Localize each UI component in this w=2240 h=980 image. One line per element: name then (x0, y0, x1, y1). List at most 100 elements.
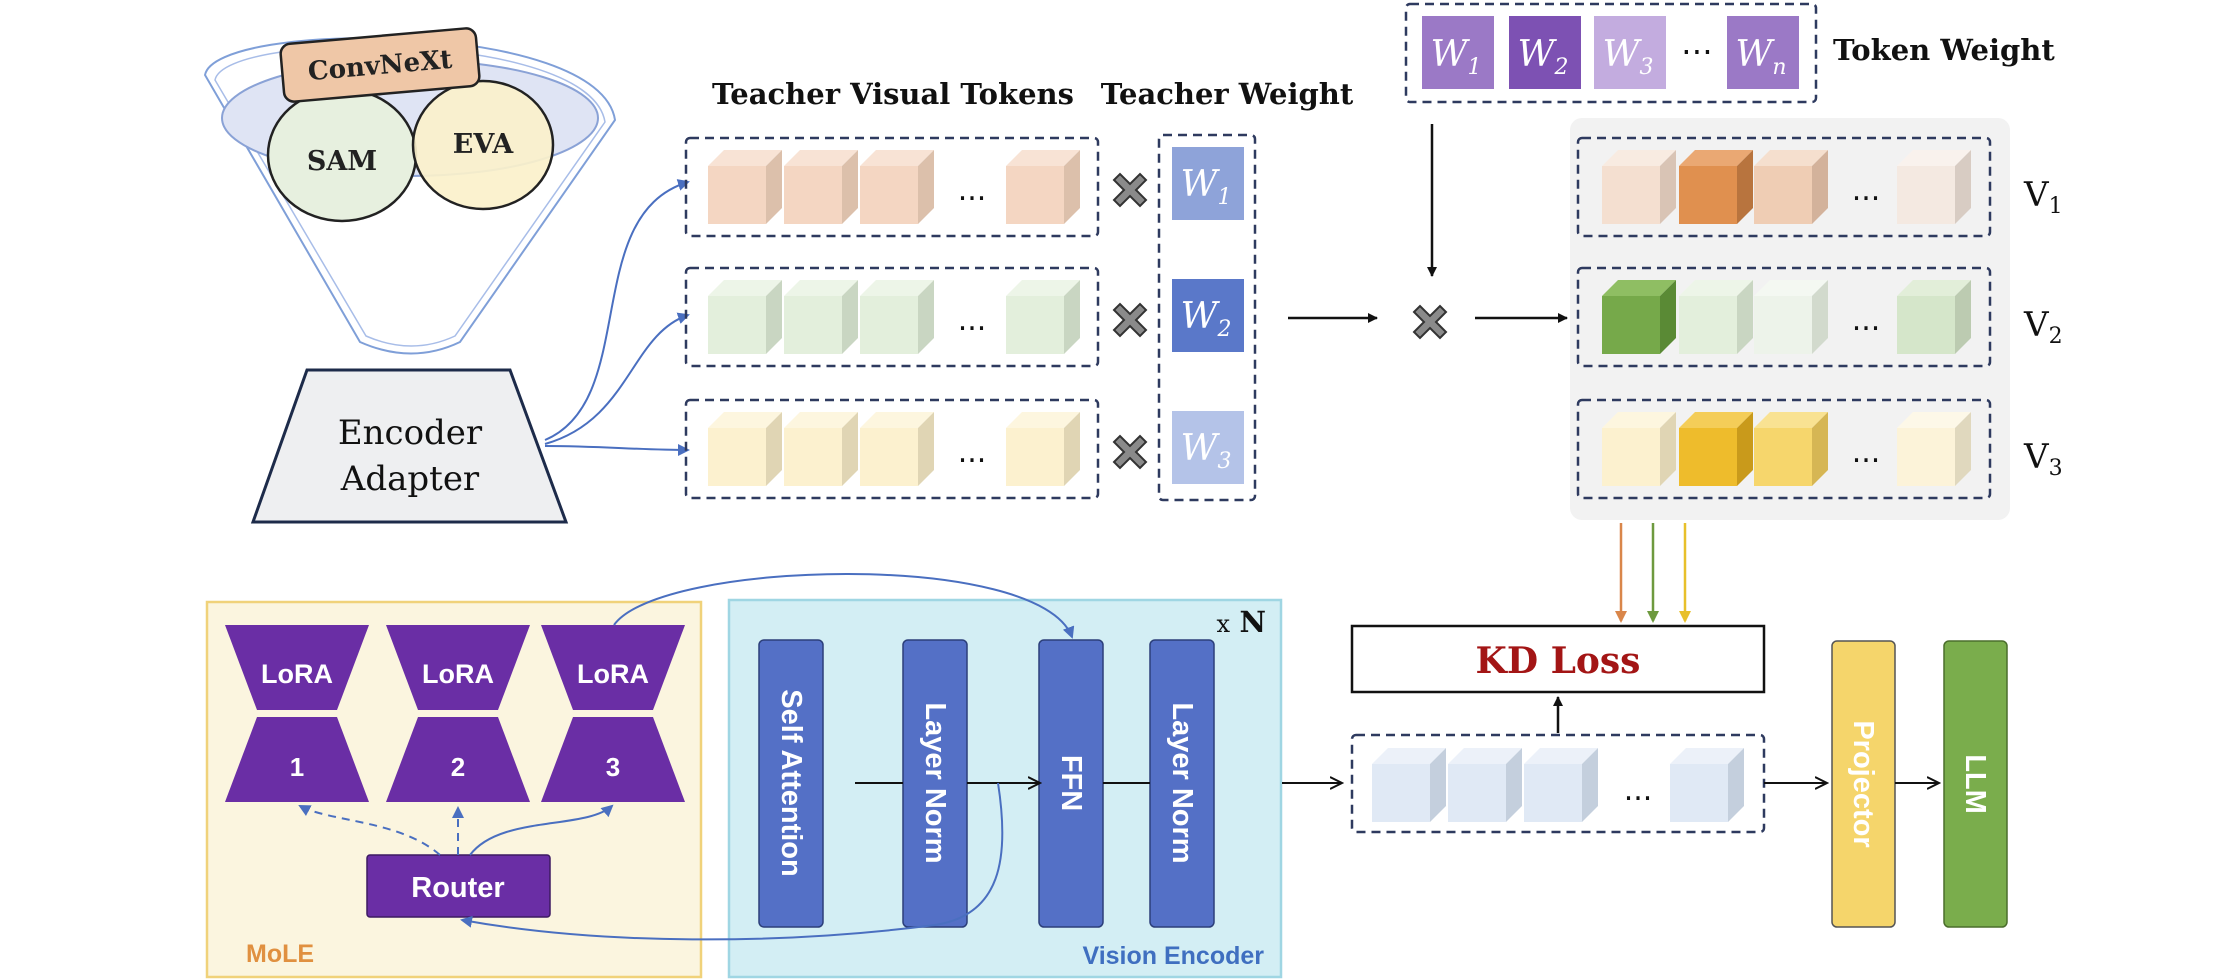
teacher-weight-2-box (1172, 279, 1244, 352)
teacher-row-3-cube-1 (708, 412, 782, 486)
weighted-row-2-cube-3-side (1812, 280, 1828, 354)
token-weight-1-label-w: W (1430, 34, 1470, 75)
encoder-adapter-shape (250, 368, 569, 524)
student-cube-3-side (1582, 748, 1598, 822)
student-cube-1-side (1430, 748, 1446, 822)
weighted-row-3-label-sub: 3 (2049, 456, 2063, 481)
projector-label: Projector (1847, 720, 1879, 847)
student-cube-2-side (1506, 748, 1522, 822)
teacher-row-2-cube-2 (784, 280, 858, 354)
weighted-row-3-cube-1-front (1602, 428, 1660, 486)
teacher-row-2-cube-3-top (860, 280, 934, 296)
teacher-weight-2-label-sub: 2 (1217, 317, 1232, 342)
weighted-row-3-cube-3-front (1754, 428, 1812, 486)
weighted-row-3-cube-2-side (1737, 412, 1753, 486)
weighted-row-2-cube-1-top (1602, 280, 1676, 296)
token-weight-frame (1404, 2, 1818, 104)
eva-label: EVA (453, 129, 514, 160)
teacher-weight-1-label: W1 (1180, 164, 1231, 210)
token-weight-1-label-sub: 1 (1468, 55, 1482, 80)
weighted-row-2-cube-3 (1754, 280, 1828, 354)
encoder-block-3-label: FFN (1055, 755, 1087, 811)
teacher-row-1-cube-4-front (1006, 166, 1064, 224)
encoder-block-4-label: Layer Norm (1166, 702, 1198, 863)
lora-2-top-trapezoid (386, 625, 530, 710)
kd-loss-box (1350, 624, 1766, 694)
lora-1-label: LoRA (261, 659, 333, 689)
teacher-row-3-cube-2-top (784, 412, 858, 428)
teacher-row-1-cube-3-front (860, 166, 918, 224)
weighted-row-1-label-sub: 1 (2049, 194, 2063, 219)
token-weight-ellipsis: ⋯ (1681, 32, 1713, 70)
kd-loss-label: KD Loss (1476, 640, 1641, 682)
teacher-row-3-multiply-icon (1112, 434, 1148, 470)
teacher-row-1-cube-2 (784, 150, 858, 224)
lora-3-bottom-trapezoid (541, 717, 685, 802)
router-arrows (298, 804, 614, 856)
student-token-row: ... (1372, 748, 1744, 822)
weighted-row-2-cube-4 (1897, 280, 1971, 354)
teacher-row-1-cube-4-top (1006, 150, 1080, 166)
lora-1-index: 1 (290, 752, 304, 782)
weighted-row-3-cube-3-side (1812, 412, 1828, 486)
teacher-row-2-cube-3-side (918, 280, 934, 354)
ffn-router-feedback (460, 782, 1004, 941)
weighted-row-2-cube-3-top (1754, 280, 1828, 296)
weighted-row-3-cube-4-front (1897, 428, 1955, 486)
teacher-row-1-cube-2-top (784, 150, 858, 166)
teacher-row-3-cube-2 (784, 412, 858, 486)
student-cube-4-front (1670, 764, 1728, 822)
repeat-n: N (1239, 605, 1266, 639)
lora-3-index: 3 (606, 752, 620, 782)
weighted-row-2-cube-4-side (1955, 280, 1971, 354)
lora-3-label: LoRA (577, 659, 649, 689)
weighted-row-1-cube-3-front (1754, 166, 1812, 224)
teacher-row-3-cube-3-front (860, 428, 918, 486)
sam-label: SAM (307, 146, 377, 177)
lora-2-index: 2 (451, 752, 465, 782)
token-weight-2-label-w: W (1517, 34, 1557, 75)
weighted-row-2-label-sub: 2 (2049, 324, 2063, 349)
weighted-row-1-cube-2-side (1737, 150, 1753, 224)
convnext-tag: ConvNeXt (279, 27, 481, 103)
weighted-row-3-cube-2 (1679, 412, 1753, 486)
encoder-adapter: Encoder Adapter (250, 368, 569, 524)
student-cube-3-top (1524, 748, 1598, 764)
teacher-row-3-cube-3-top (860, 412, 934, 428)
kd-input-arrows (1615, 523, 1691, 623)
teacher-row-1-cube-4 (1006, 150, 1080, 224)
combine-multiply-shape-shape (1412, 304, 1448, 340)
lora-experts: LoRA 1 LoRA 2 LoRA 3 (225, 625, 685, 802)
student-ellipsis: ... (1624, 773, 1653, 808)
teacher-row-2-cube-2-side (842, 280, 858, 354)
teacher-row-1-multiply-icon-shape (1112, 172, 1148, 208)
teacher-row-2-cube-4-side (1064, 280, 1080, 354)
weighted-row-1-cube-2-front (1679, 166, 1737, 224)
weighted-row-1-cube-1-side (1660, 150, 1676, 224)
funnel-inner (214, 45, 606, 347)
lora-1-bottom-trapezoid (225, 717, 369, 802)
teacher-row-1-cube-3-top (860, 150, 934, 166)
teacher-row-2-multiply-icon-shape (1112, 302, 1148, 338)
teacher-row-3-cube-1-top (708, 412, 782, 428)
weighted-row-3-cube-3-top (1754, 412, 1828, 428)
teacher-row-3-cube-4-front (1006, 428, 1064, 486)
combine-multiply-icon (1412, 304, 1448, 340)
teacher-row-3-ellipsis: ... (958, 435, 987, 470)
weighted-row-1-cube-1-front (1602, 166, 1660, 224)
teacher-weight-3-label-w: W (1180, 428, 1220, 469)
weighted-row-1-label: V1 (2023, 175, 2063, 219)
teacher-row-3-cube-2-side (842, 412, 858, 486)
convnext-box (279, 27, 481, 103)
teacher-weight-2-label: W2 (1180, 296, 1231, 342)
lora-1-top-trapezoid (225, 625, 369, 710)
student-cube-3 (1524, 748, 1598, 822)
weighted-row-2-cube-2-side (1737, 280, 1753, 354)
router-arrow-lora1 (298, 805, 441, 856)
teacher-row-1-cube-1 (708, 150, 782, 224)
weighted-row-3-ellipsis: ... (1852, 435, 1881, 470)
lora-2-label: LoRA (422, 659, 494, 689)
token-weight-3-box (1594, 16, 1666, 89)
adapter-arrow-row1 (544, 179, 690, 441)
teacher-row-3-cube-4-top (1006, 412, 1080, 428)
